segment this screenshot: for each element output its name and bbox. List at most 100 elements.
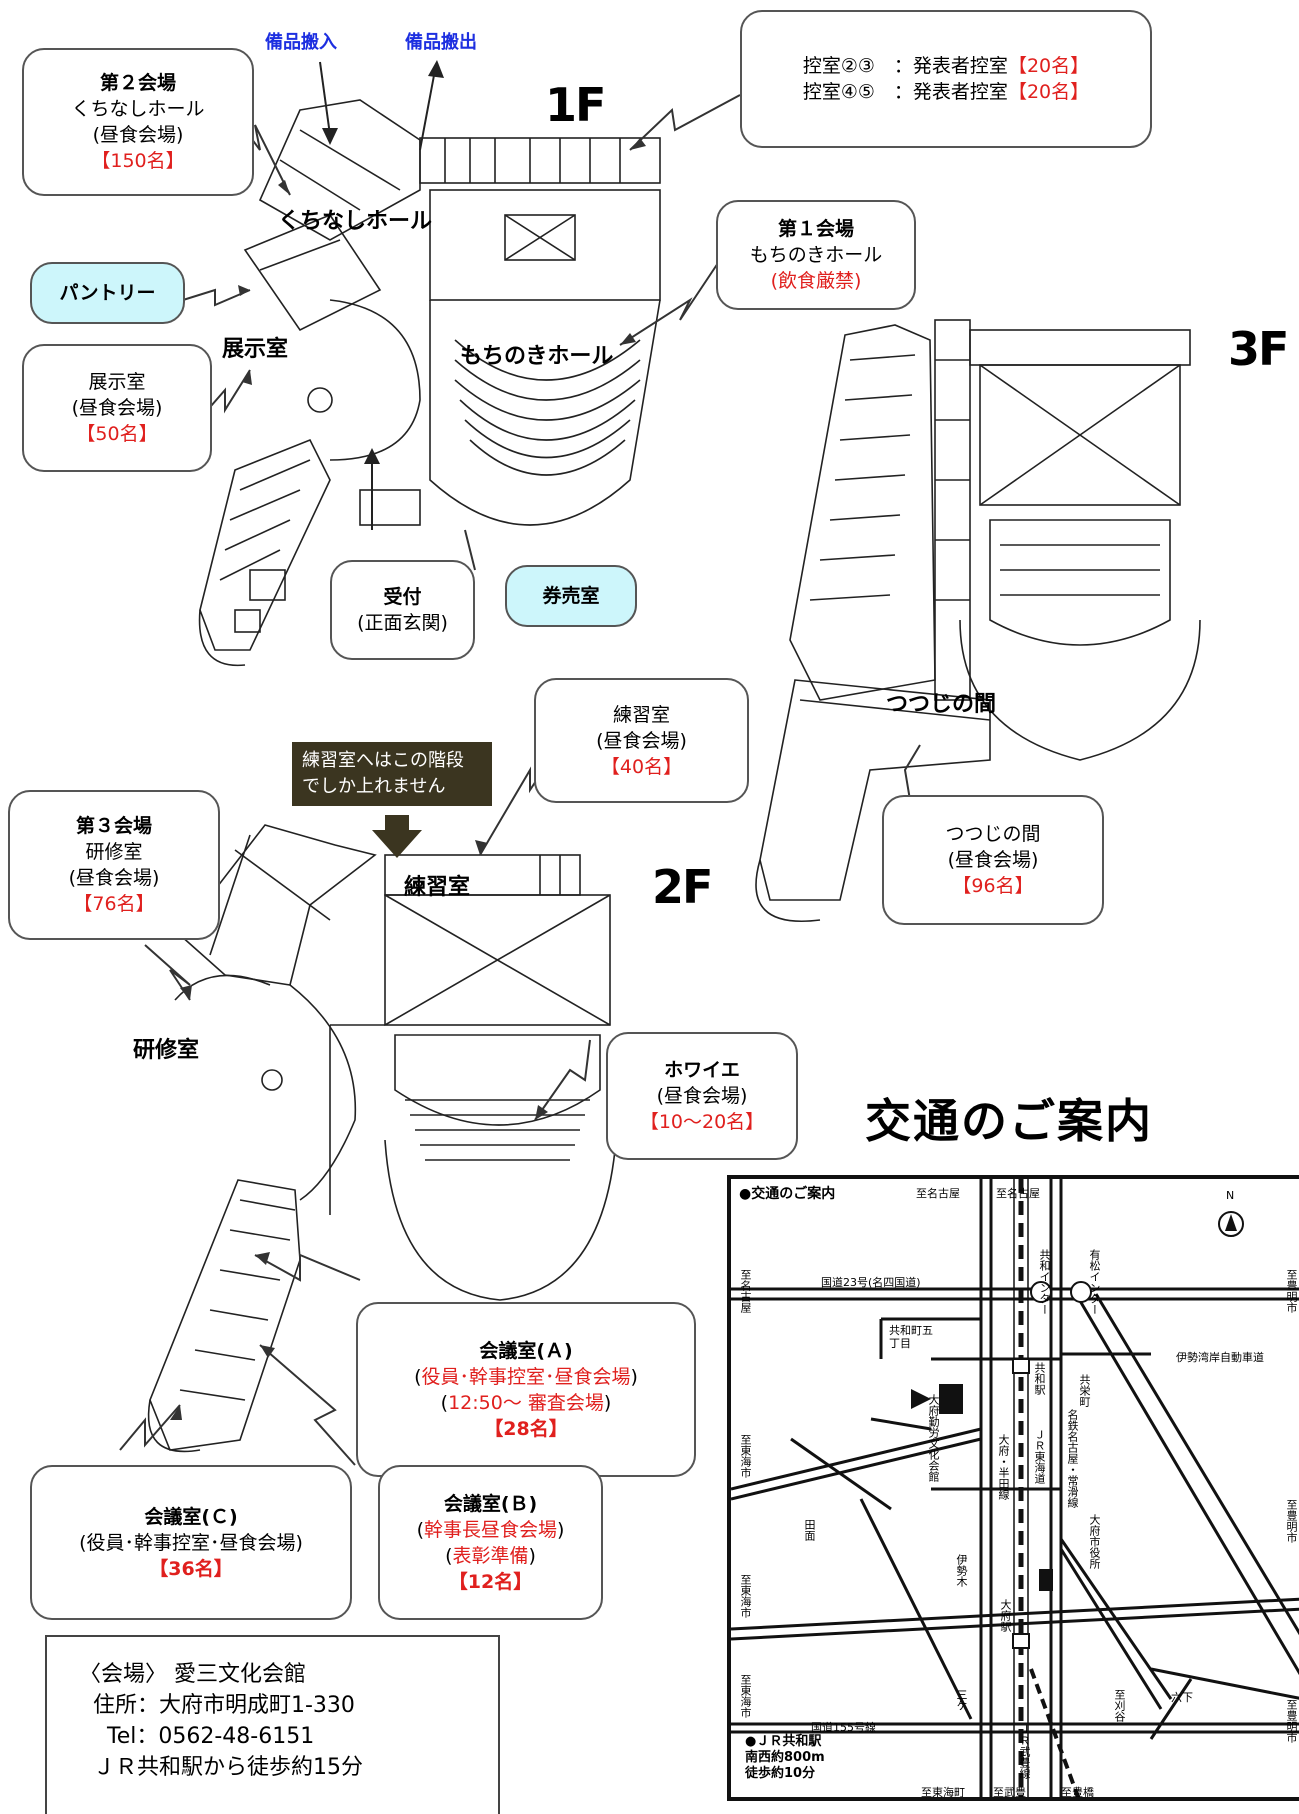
callout-ticket-label: 券売室	[542, 585, 600, 607]
access-map-roads	[731, 1179, 1299, 1797]
callout-room-b-title: 会議室(Ｂ)	[443, 1492, 538, 1515]
callout-room-b: 会議室(Ｂ) (幹事長昼食会場) (表彰準備) 【12名】	[378, 1465, 603, 1620]
callout-room-c-title: 会議室(Ｃ)	[144, 1505, 238, 1528]
map-kyowa-station: 共和駅	[1033, 1362, 1046, 1395]
map-to-toyoake-3: 至豊明市	[1285, 1699, 1298, 1743]
callout-room-b-prep: 表彰準備	[452, 1544, 529, 1567]
callout-hikae-line1: 控室②③ ：発表者控室	[802, 55, 1008, 77]
callout-foyer-capacity: 【10～20名】	[639, 1111, 765, 1133]
label-equipment-out: 備品搬出	[405, 32, 477, 53]
label-practice-room: 練習室	[404, 875, 471, 900]
callout-tsutsuji: つつじの間 (昼食会場) 【96名】	[882, 795, 1104, 925]
callout-practice-use: (昼食会場)	[596, 729, 687, 752]
callout-exhibition-capacity: 【50名】	[76, 423, 158, 445]
venue-access: ＪＲ共和駅から徒歩約15分	[93, 1755, 363, 1780]
label-tsutsuji: つつじの間	[886, 692, 997, 717]
callout-room-a: 会議室(Ａ) (役員･幹事控室･昼食会場) (12:50～ 審査会場) 【28名…	[356, 1302, 696, 1477]
label-mochinoki-hall: もちのきホール	[460, 344, 614, 369]
callout-practice-room: 練習室 (昼食会場) 【40名】	[534, 678, 749, 803]
map-to-tokai-3: 至東海市	[739, 1674, 752, 1718]
callout-tsutsuji-use: (昼食会場)	[947, 849, 1039, 871]
label-training-room: 研修室	[133, 1038, 200, 1063]
map-expressway: 伊勢湾岸自動車道	[1176, 1351, 1264, 1364]
callout-hall3-capacity: 【76名】	[73, 893, 155, 915]
callout-hall2-use: (昼食会場)	[92, 124, 184, 146]
map-to-toyohashi: 至豊橋	[1061, 1786, 1094, 1799]
venue-address: 住所：大府市明成町1-330	[93, 1693, 355, 1718]
callout-waiting-rooms: 控室②③ ：発表者控室【20名】 控室④⑤ ：発表者控室【20名】	[740, 10, 1152, 148]
callout-pantry-label: パントリー	[59, 282, 156, 304]
map-station-info-2: 南西約800m	[745, 1750, 825, 1765]
access-map-title: ●交通のご案内	[739, 1186, 836, 1202]
map-station-info-3: 徒歩約10分	[745, 1766, 816, 1781]
callout-ticket-office: 券売室	[505, 565, 637, 627]
callout-hall2-name: くちなしホール	[71, 98, 205, 120]
callout-pantry: パントリー	[30, 262, 185, 324]
callout-foyer-use: (昼食会場)	[656, 1085, 748, 1107]
access-map: ●交通のご案内 N 至名古屋 至名古屋 国道23号(名四国道) 共和インター 有…	[727, 1175, 1299, 1801]
floorplan-3f	[755, 319, 1201, 922]
callout-room-c: 会議室(Ｃ) (役員･幹事控室･昼食会場) 【36名】	[30, 1465, 352, 1620]
callout-hall3-name: 研修室	[85, 841, 143, 863]
map-jr-tokaido: ＪＲ東海道	[1033, 1429, 1046, 1484]
callout-practice-name: 練習室	[612, 703, 670, 726]
access-heading: 交通のご案内	[865, 1094, 1153, 1148]
map-route23: 国道23号(名四国道)	[821, 1276, 921, 1289]
stairs-notice: 練習室へはこの階段 でしか上れません	[292, 742, 492, 806]
map-to-kariya: 至刈谷	[1113, 1689, 1126, 1722]
callout-hall1-title: 第１会場	[777, 218, 854, 240]
floor-2f-label: 2F	[652, 860, 713, 914]
callout-hall1: 第１会場 もちのきホール (飲食厳禁)	[716, 200, 916, 310]
map-to-toyoake-2: 至豊明市	[1285, 1499, 1298, 1543]
map-obu-station: 大府駅	[999, 1599, 1012, 1632]
map-to-tokai-1: 至東海市	[739, 1434, 752, 1478]
map-sankan: 三ケ	[955, 1689, 968, 1711]
callout-hall3: 第３会場 研修室 (昼食会場) 【76名】	[8, 790, 220, 940]
venue-phone: Tel：0562-48-6151	[107, 1724, 315, 1749]
stairs-notice-line1: 練習室へはこの階段	[302, 750, 464, 771]
callout-foyer: ホワイエ (昼食会場) 【10～20名】	[606, 1032, 798, 1160]
arrowheads	[170, 138, 646, 1420]
callout-hall2-title: 第２会場	[99, 72, 176, 94]
floor-3f-label: 3F	[1228, 322, 1289, 376]
callout-hall1-note: (飲食厳禁)	[770, 270, 862, 292]
callout-exhibition-use: (昼食会場)	[71, 397, 163, 419]
map-to-nagoya-1: 至名古屋	[916, 1187, 960, 1200]
map-city-hall: 大府市役所	[1088, 1514, 1101, 1569]
map-ise-yone: 伊勢木	[955, 1554, 968, 1587]
callout-room-b-use: 幹事長昼食会場	[423, 1518, 557, 1541]
map-station-info-1: ●ＪＲ共和駅	[745, 1734, 822, 1749]
callout-room-a-use: 役員･幹事控室･昼食会場	[421, 1365, 631, 1388]
map-route155: 国道155号線	[811, 1721, 876, 1734]
north-label: N	[1226, 1189, 1235, 1202]
callout-hall2-capacity: 【150名】	[91, 150, 185, 172]
map-arimatsu-ic: 有松インター	[1088, 1249, 1101, 1315]
callout-practice-capacity: 【40名】	[600, 755, 683, 778]
callout-reception: 受付 (正面玄関)	[330, 560, 475, 660]
map-to-taketoyo: 至武豊	[993, 1786, 1026, 1799]
map-rokushita: 六下	[1171, 1691, 1193, 1704]
map-station-info: ●ＪＲ共和駅 南西約800m 徒歩約10分	[745, 1734, 825, 1782]
callout-exhibition: 展示室 (昼食会場) 【50名】	[22, 344, 212, 472]
map-jr-taketoyo: ＪＲ武豊線	[1018, 1724, 1031, 1779]
callout-room-c-use: (役員･幹事控室･昼食会場)	[79, 1531, 303, 1554]
floorplan-1f	[198, 99, 661, 667]
map-obu-hando: 大府・半田線	[997, 1434, 1010, 1500]
callout-room-b-capacity: 【12名】	[448, 1570, 533, 1593]
stairs-arrow	[372, 815, 422, 858]
callout-room-a-capacity: 【28名】	[484, 1417, 568, 1440]
callout-hikae-cap2: 【20名】	[1007, 81, 1090, 103]
venue-name: 〈会場〉 愛三文化会館	[79, 1662, 306, 1687]
map-gochome: 共和町五丁目	[889, 1324, 933, 1350]
floorplan-2f	[147, 824, 616, 1453]
callout-hall3-use: (昼食会場)	[68, 867, 160, 889]
floor-1f-label: 1F	[545, 78, 606, 132]
label-kuchinashi-hall: くちなしホール	[278, 209, 433, 234]
map-to-nagoya-left: 至名古屋	[739, 1269, 752, 1313]
callout-room-a-review: 12:50～ 審査会場	[448, 1391, 604, 1414]
map-to-toyoake-1: 至豊明市	[1285, 1269, 1298, 1313]
callout-hall3-title: 第３会場	[75, 815, 152, 837]
map-tada: 田面	[803, 1519, 816, 1541]
map-to-tokaicho: 至東海町	[921, 1786, 965, 1799]
